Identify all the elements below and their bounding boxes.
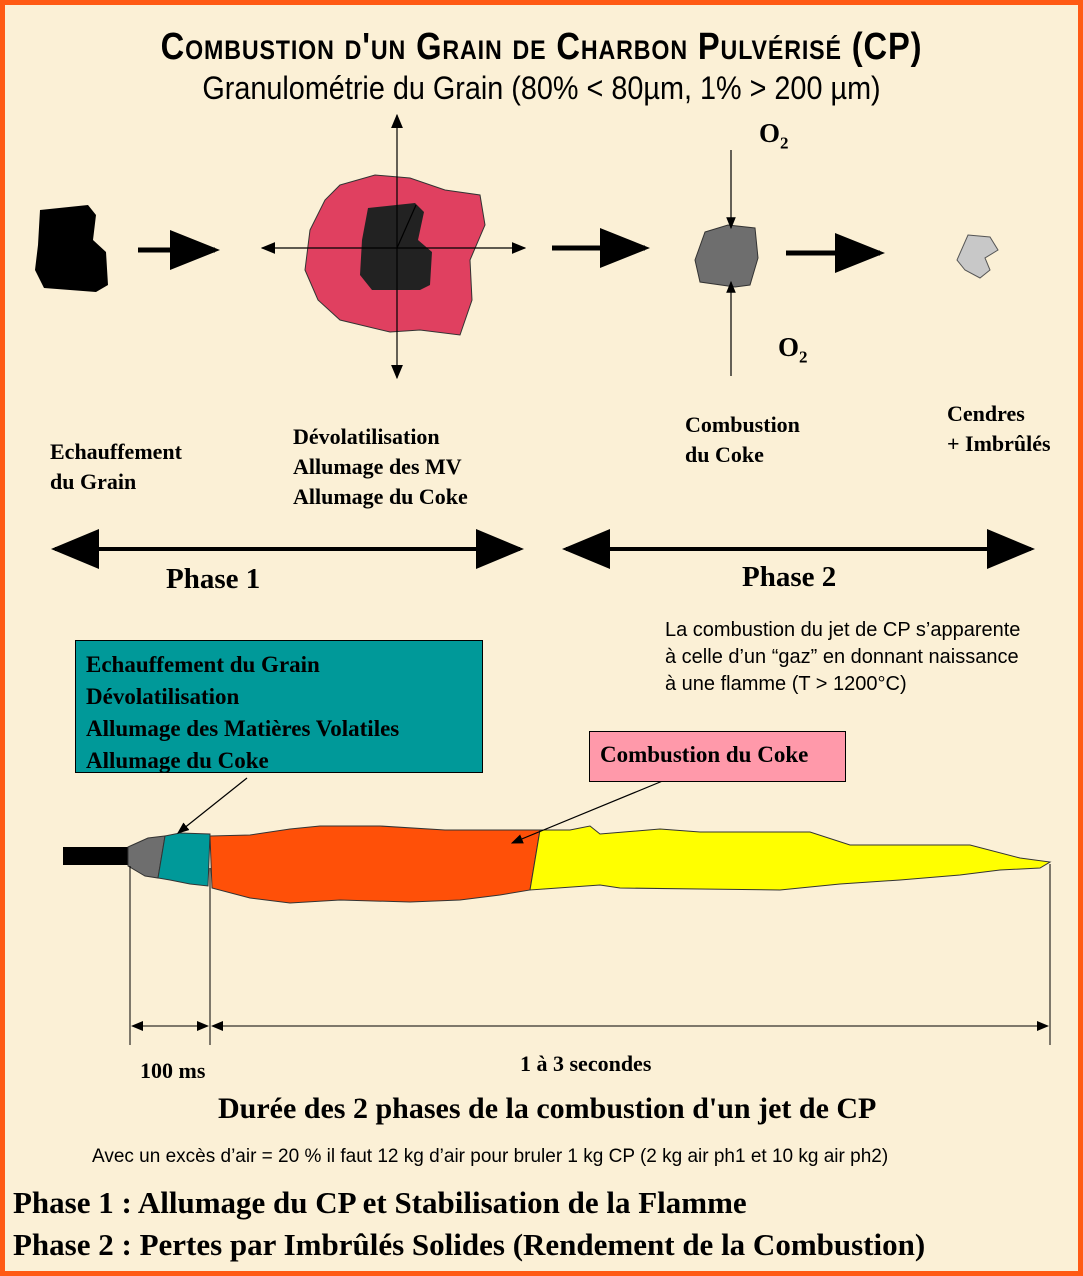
phase2-box: Combustion du Coke bbox=[589, 731, 846, 782]
oxygen-label-top: O2 bbox=[759, 118, 789, 153]
page-subtitle: Granulométrie du Grain (80% < 80µm, 1% >… bbox=[202, 70, 881, 106]
duration-short-label: 100 ms bbox=[140, 1058, 206, 1083]
page-title: Combustion d'un Grain de Charbon Pulvéri… bbox=[160, 26, 923, 68]
ash-particle bbox=[956, 234, 999, 279]
summary-phase1: Phase 1 : Allumage du CP et Stabilisatio… bbox=[13, 1185, 747, 1220]
coke-grain bbox=[360, 203, 432, 290]
flame-ignition-zone bbox=[157, 832, 211, 887]
phase1-label: Phase 1 bbox=[166, 563, 261, 595]
oxygen-label-bottom: O2 bbox=[778, 332, 808, 367]
flame-devol-zone bbox=[209, 825, 541, 904]
air-note: Avec un excès d’air = 20 % il faut 12 kg… bbox=[92, 1146, 889, 1167]
phase2-label: Phase 2 bbox=[742, 561, 837, 593]
stage-ash-label: Cendres+ Imbrûlés bbox=[947, 401, 1051, 456]
coal-grain bbox=[35, 205, 108, 292]
summary-phase2: Phase 2 : Pertes par Imbrûlés Solides (R… bbox=[13, 1227, 926, 1262]
duration-long-label: 1 à 3 secondes bbox=[520, 1051, 652, 1076]
flame-coke-zone bbox=[529, 825, 1052, 891]
burner-nozzle bbox=[63, 847, 129, 865]
diagram-background bbox=[5, 5, 1078, 1271]
burning-coke bbox=[694, 224, 759, 288]
caption: Durée des 2 phases de la combustion d'un… bbox=[218, 1092, 877, 1125]
